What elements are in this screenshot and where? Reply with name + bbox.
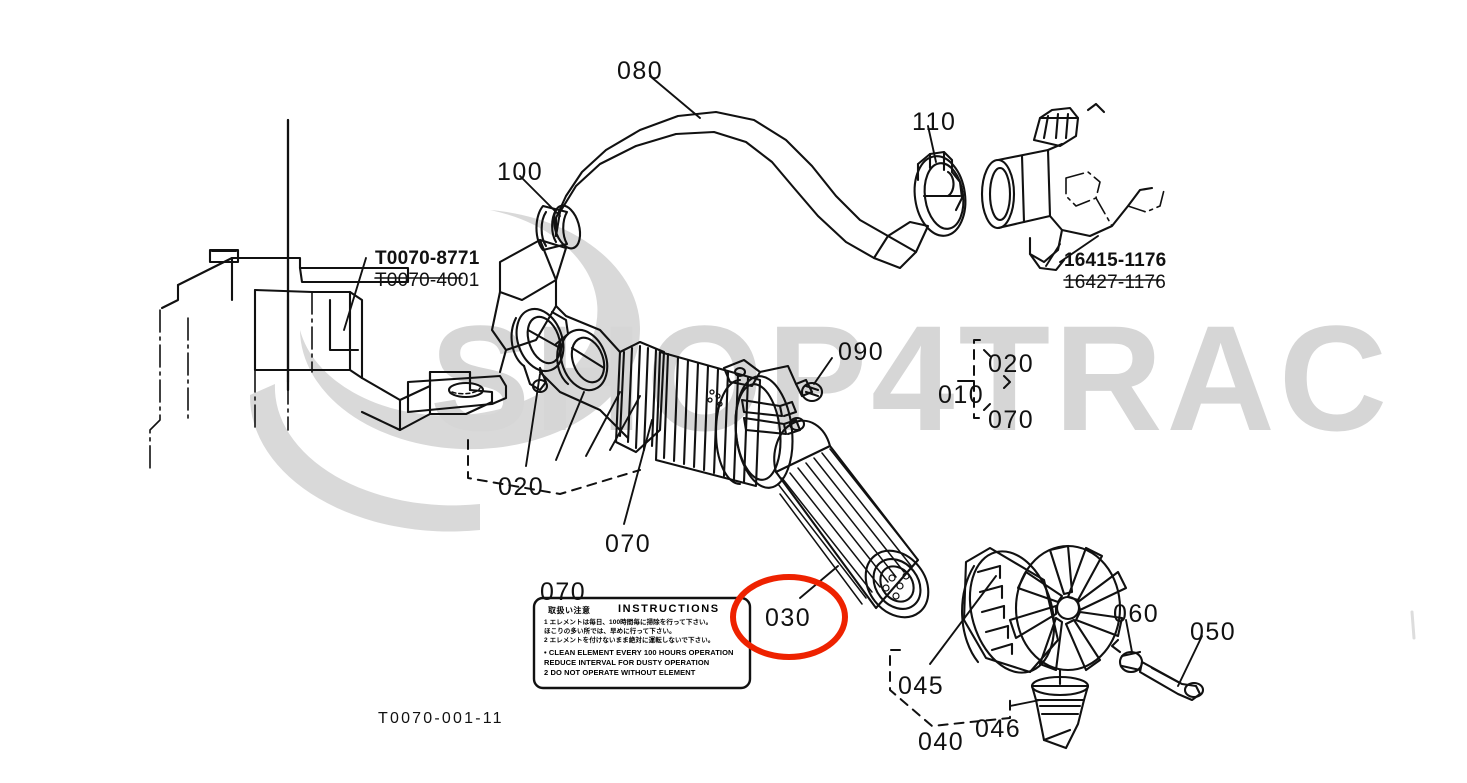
instruction-heading-en: INSTRUCTIONS [618,603,720,615]
instruction-line: REDUCE INTERVAL FOR DUSTY OPERATION [544,658,710,667]
instruction-line: 2 DO NOT OPERATE WITHOUT ELEMENT [544,668,696,677]
part-number-16427-1176[interactable]: 16427-1176 [1064,272,1167,293]
intake-hose-080 [535,110,930,270]
callout-100[interactable]: 100 [497,158,544,186]
instruction-heading-jp: 取扱い注意 [548,606,591,615]
group-brackets [467,339,1011,727]
watermark-text: SHOP4TRAC [430,294,1391,462]
watermark-ring-icon [249,210,640,532]
edge-artifact [1410,610,1416,640]
callout-060[interactable]: 060 [1113,600,1160,628]
callout-070-body[interactable]: 070 [605,530,652,558]
part-number-16415-1176[interactable]: 16415-1176 [1064,250,1167,271]
instruction-line: 1 エレメントは毎日、100時間毎に掃除を行って下さい。 [544,619,713,626]
callout-045[interactable]: 045 [898,672,945,700]
mounting-bracket-group [149,118,508,471]
instruction-lines: 1 エレメントは毎日、100時間毎に掃除を行って下さい。 ほこりの多い所では、早… [544,618,744,678]
callout-020-left[interactable]: 020 [498,473,545,501]
mounting-rod-050 [1138,660,1205,702]
air-cleaner-inlet-elbow-100 [490,238,568,374]
group-bracket-solid-ticks [957,349,1011,411]
cyclone-vane-rotor [1008,544,1128,672]
instruction-line: • CLEAN ELEMENT EVERY 100 HOURS OPERATIO… [544,648,734,657]
callout-040[interactable]: 040 [918,728,965,756]
instruction-label: 取扱い注意 INSTRUCTIONS 1 エレメントは毎日、100時間毎に掃除を… [534,598,750,688]
instruction-line: 2 エレメントを付けないまま絶対に運転しないで下さい。 [544,637,715,644]
callout-070-label[interactable]: 070 [540,578,587,606]
air-filter-element-030 [773,419,930,619]
wing-nut-060 [1110,638,1144,674]
callout-050[interactable]: 050 [1190,618,1237,646]
callout-030[interactable]: 030 [765,604,812,632]
callout-020-right[interactable]: 020 [988,350,1035,378]
part-number-T0070-8771[interactable]: T0070-8771 [375,248,480,269]
callout-010[interactable]: 010 [938,381,985,409]
drawing-number: T0070-001-11 [378,710,504,727]
highlight-ellipse-030 [730,574,848,660]
callout-110[interactable]: 110 [912,108,957,136]
leader-lines [343,75,1203,707]
part-number-T0070-4001[interactable]: T0070-4001 [375,270,480,291]
callout-046[interactable]: 046 [975,715,1022,743]
instruction-line: ほこりの多い所では、早めに行って下さい。 [544,628,676,635]
dust-cover-045 [961,544,1128,750]
callout-070-right[interactable]: 070 [988,406,1035,434]
callout-080[interactable]: 080 [617,57,664,85]
clamp-bolt-090 [758,364,824,403]
callout-090[interactable]: 090 [838,338,885,366]
